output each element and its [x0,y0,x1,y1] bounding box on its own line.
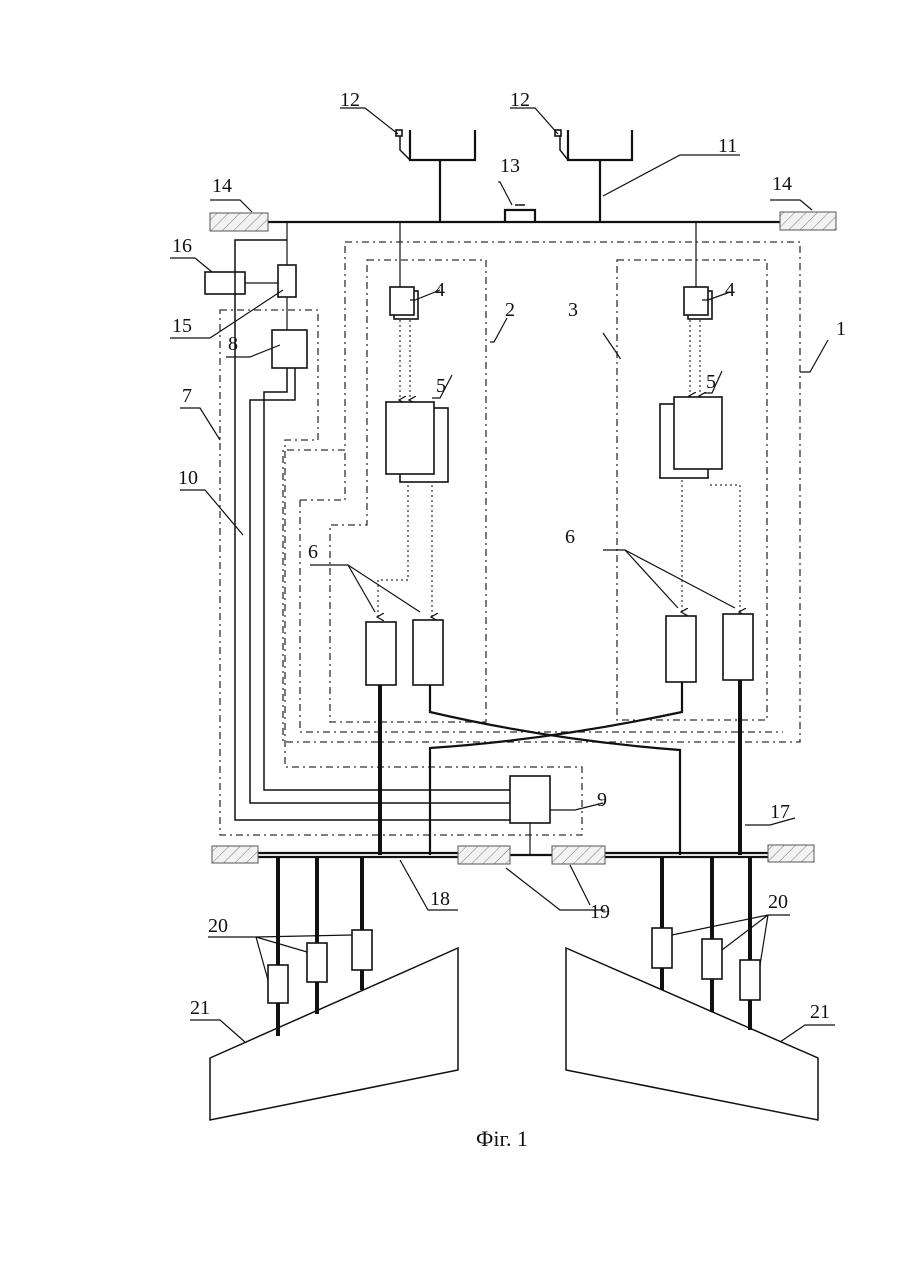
label-3: 3 [568,299,578,321]
control-wheel-left [396,130,475,222]
label-19: 19 [590,901,610,923]
drive-20-r1 [652,928,672,968]
surface-21-right [566,948,818,1120]
label-13: 13 [500,155,520,177]
drive-20-r2 [702,939,722,979]
label-14-right: 14 [772,173,792,195]
label-21-right: 21 [810,1001,830,1023]
region-inner [300,450,783,732]
upper-left-bearing [210,213,268,231]
label-4-right: 4 [725,279,735,301]
upper-right-bearing [780,212,836,230]
sensor-4-right [684,287,712,319]
label-6-left: 6 [308,541,318,563]
surface-21-left [210,948,458,1120]
drive-20-l2 [307,943,327,982]
unit-5-right [660,397,722,478]
figure-caption: Фіг. 1 [476,1126,528,1151]
bearing-19-left [458,846,510,864]
label-12-left: 12 [340,89,360,111]
label-17: 17 [770,801,790,823]
control-wheel-right [555,130,632,222]
block-9 [510,776,550,823]
bearing-19-right [552,846,605,864]
label-9: 9 [597,789,607,811]
block-8 [272,330,307,368]
lower-right-end-bearing [768,845,814,862]
label-7: 7 [182,385,192,407]
label-20-left: 20 [208,915,228,937]
drive-20-l1 [268,965,288,1003]
block-16 [205,272,245,294]
label-1: 1 [836,318,846,340]
lower-left-end-bearing [212,846,258,863]
drive-20-r3 [740,960,760,1000]
label-18: 18 [430,888,450,910]
upper-shaft [268,205,780,222]
label-12-right: 12 [510,89,530,111]
leader-lines [170,108,835,1042]
label-21-left: 21 [190,997,210,1019]
label-2: 2 [505,299,515,321]
label-14-left: 14 [212,175,232,197]
actuator-6-r1 [666,616,696,682]
lower-shaft [258,853,768,857]
label-4-left: 4 [435,279,445,301]
actuator-6-r2 [723,614,753,680]
label-11: 11 [718,135,737,157]
label-6-right: 6 [565,526,575,548]
label-20-right: 20 [768,891,788,913]
unit-5-left [386,402,448,482]
drive-20-l3 [352,930,372,970]
sensor-4-left [390,287,418,319]
region-7 [220,310,582,835]
label-16: 16 [172,235,192,257]
label-15: 15 [172,315,192,337]
actuator-6-l1 [366,622,396,685]
label-10: 10 [178,467,198,489]
label-8: 8 [228,333,238,355]
actuator-6-l2 [413,620,443,685]
label-5-right: 5 [706,371,716,393]
label-5-left: 5 [436,375,446,397]
